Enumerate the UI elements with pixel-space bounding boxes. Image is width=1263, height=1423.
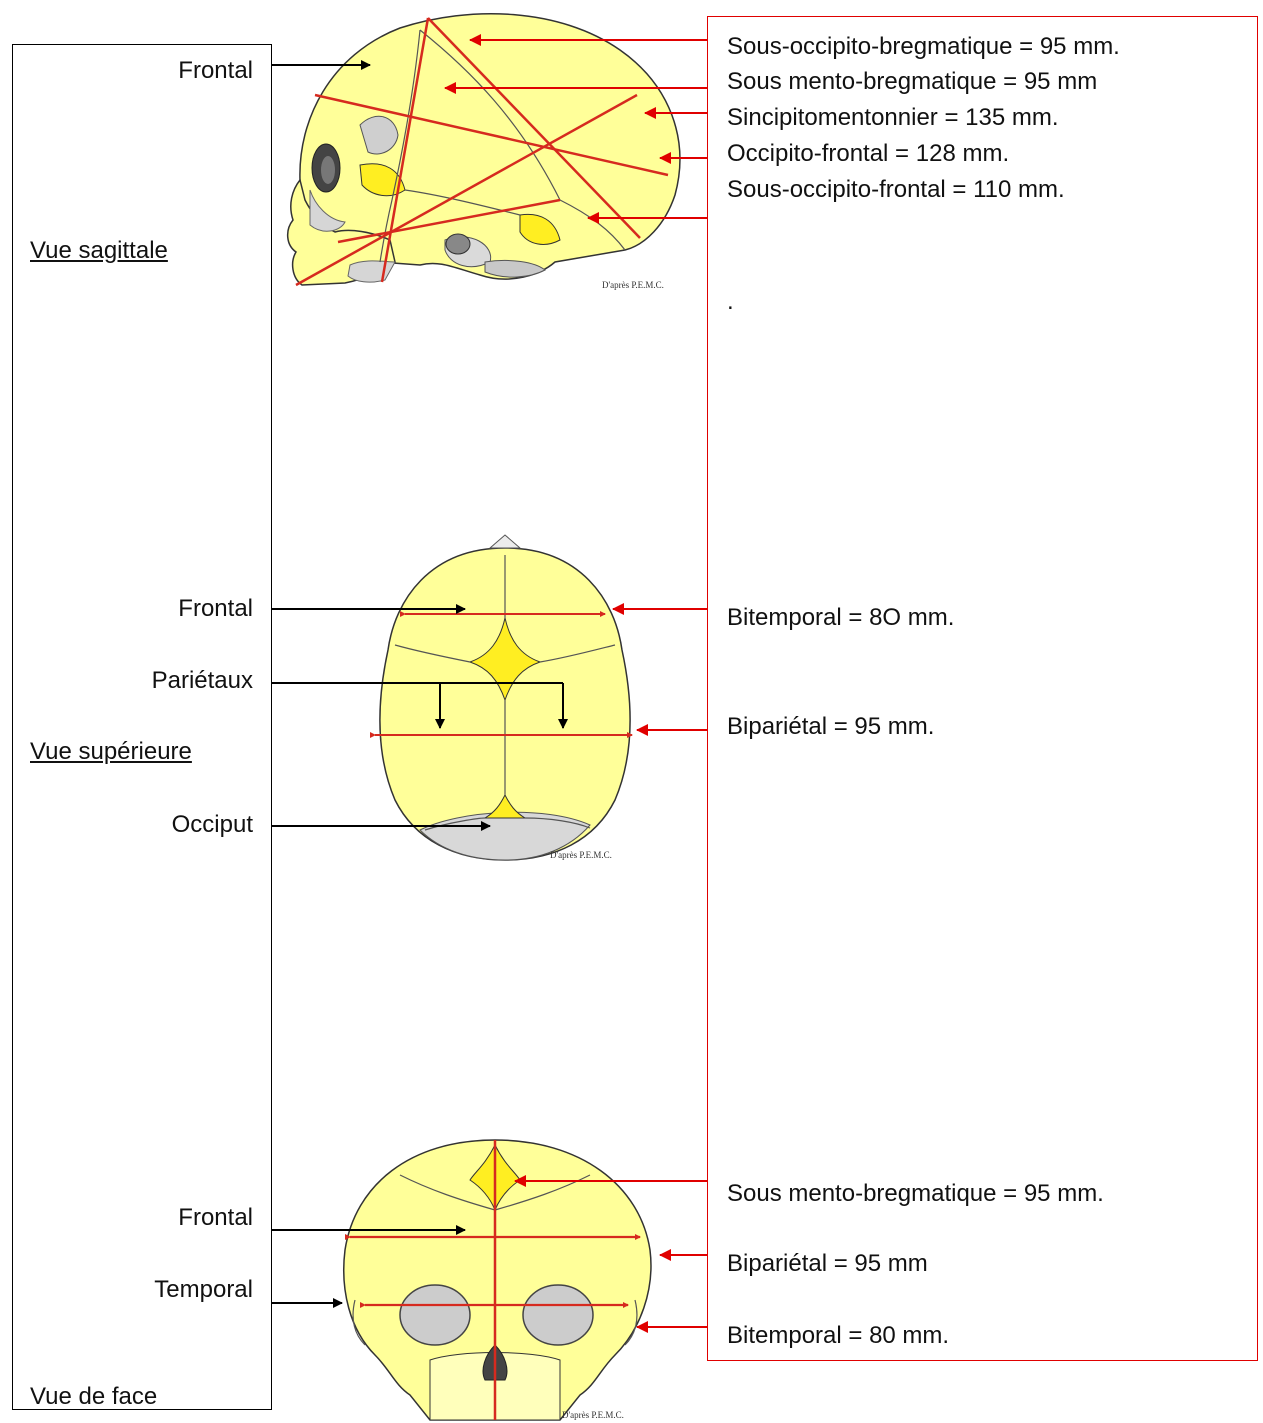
measurement-sous-mento-bregmatique-face: Sous mento-bregmatique = 95 mm. (727, 1180, 1104, 1208)
label-temporal: Temporal (100, 1276, 253, 1304)
measurement-occipito-frontal: Occipito-frontal = 128 mm. (727, 140, 1009, 168)
label-frontal-sagittal: Frontal (120, 57, 253, 85)
stray-dot: . (727, 288, 734, 316)
sagittal-skull (288, 14, 680, 285)
measurement-sous-mento-bregmatique: Sous mento-bregmatique = 95 mm (727, 68, 1097, 96)
superior-credit: D'après P.E.M.C. (550, 850, 612, 860)
view-title-sagittal: Vue sagittale (30, 237, 168, 265)
face-orbit-right (523, 1285, 593, 1345)
measurement-sincipitomentonnier: Sincipitomentonnier = 135 mm. (727, 104, 1059, 132)
label-frontal-superior: Frontal (120, 595, 253, 623)
face-orbit-left (400, 1285, 470, 1345)
measurement-biparietal-face: Bipariétal = 95 mm (727, 1250, 928, 1278)
label-frontal-face: Frontal (120, 1204, 253, 1232)
view-title-superior: Vue supérieure (30, 738, 192, 766)
view-title-face: Vue de face (30, 1383, 157, 1407)
measurement-sous-occipito-bregmatique: Sous-occipito-bregmatique = 95 mm. (727, 33, 1120, 61)
measurement-biparietal-superior: Bipariétal = 95 mm. (727, 713, 934, 741)
label-parietaux: Pariétaux (100, 667, 253, 695)
sagittal-credit: D'après P.E.M.C. (602, 280, 664, 290)
face-credit: D'après P.E.M.C. (562, 1410, 624, 1420)
label-occiput: Occiput (120, 811, 253, 839)
superior-skull (375, 535, 632, 860)
measurement-bitemporal-face: Bitemporal = 80 mm. (727, 1322, 949, 1350)
measurement-bitemporal-superior: Bitemporal = 8O mm. (727, 604, 954, 632)
measurement-sous-occipito-frontal: Sous-occipito-frontal = 110 mm. (727, 176, 1065, 204)
